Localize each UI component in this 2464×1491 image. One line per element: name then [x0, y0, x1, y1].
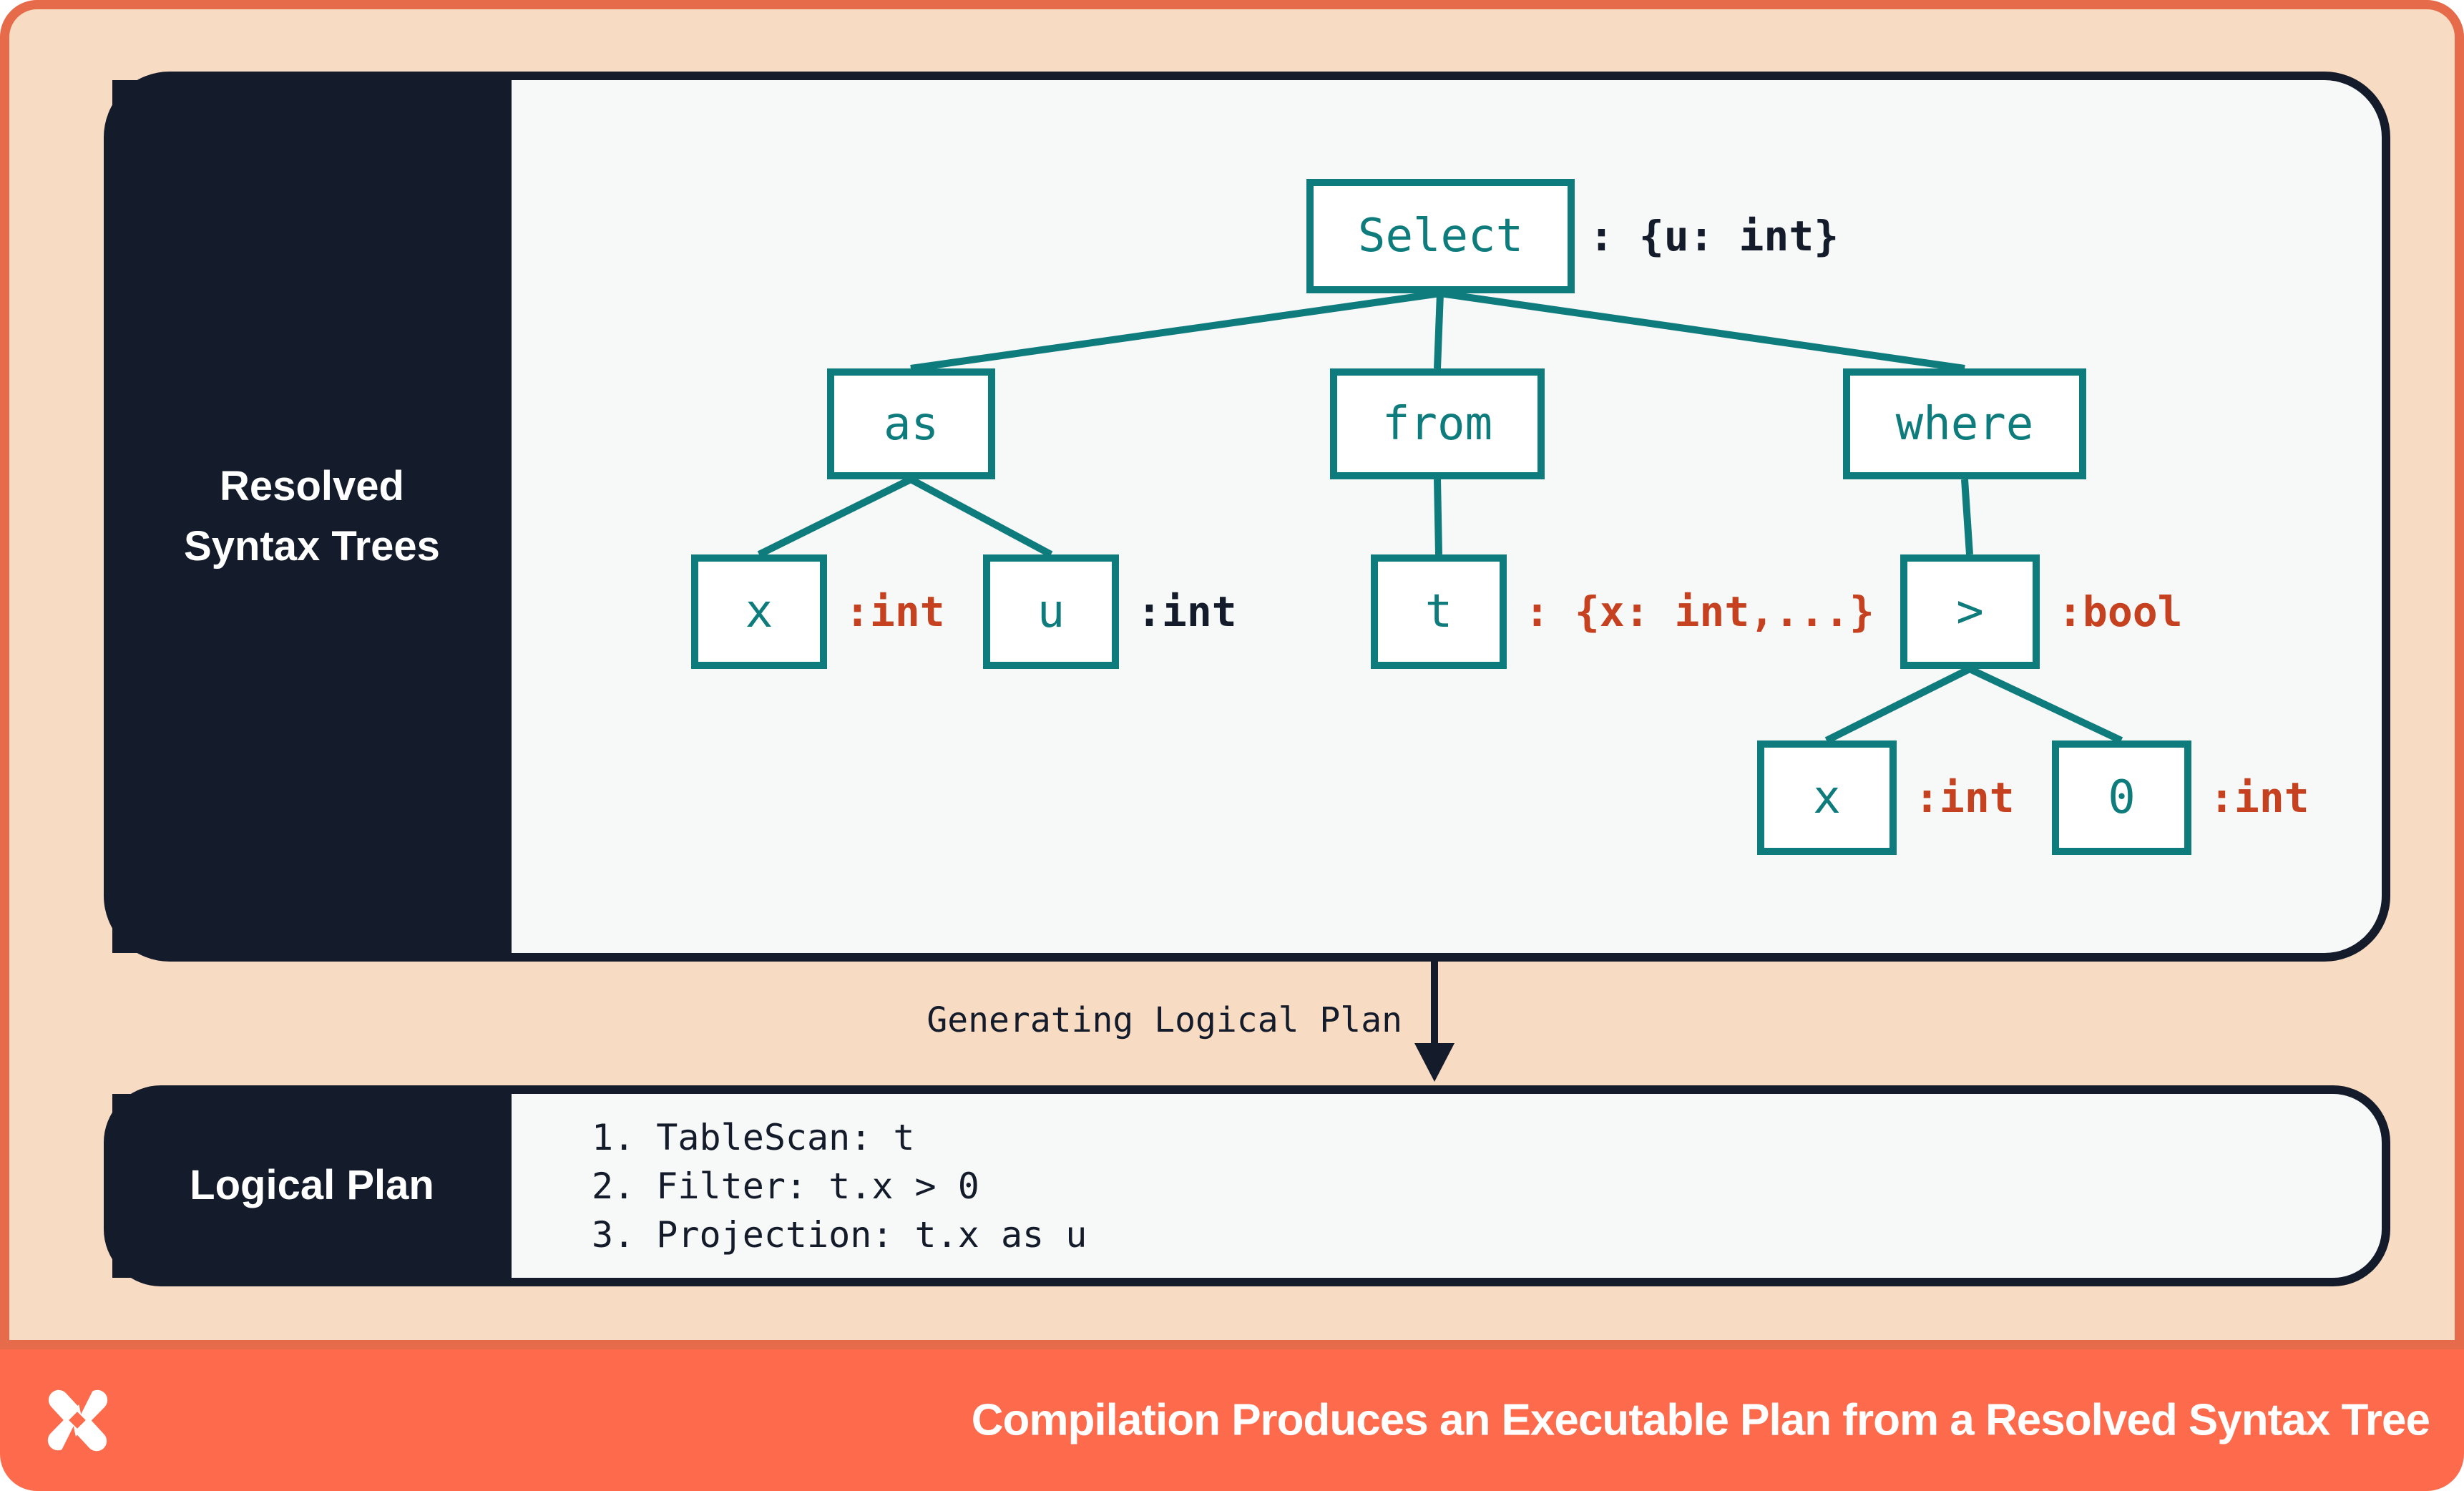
tree-node-select-type: : {u: int} — [1589, 212, 1839, 260]
tree-node-zero-gt: 0 — [2052, 740, 2191, 855]
tree-node-where-label: where — [1895, 397, 2034, 451]
down-arrow-head-icon — [1414, 1043, 1455, 1082]
tree-node-x-gt-label: x — [1813, 771, 1841, 824]
tree-node-gt: > — [1900, 554, 2040, 669]
tree-node-zero-gt-label: 0 — [2108, 771, 2136, 824]
flow-arrow-label: Generating Logical Plan — [927, 1000, 1402, 1040]
tree-node-u-as-type: :int — [1137, 587, 1237, 636]
down-arrow-shaft — [1431, 957, 1438, 1045]
tree-node-x-as-label: x — [745, 585, 773, 638]
tree-node-t-from-type: : {x: int,...} — [1525, 587, 1874, 636]
footer-title: Compilation Produces an Executable Plan … — [971, 1395, 2430, 1445]
tree-node-t-from: t — [1371, 554, 1507, 669]
tree-node-where: where — [1843, 368, 2086, 479]
tree-node-select: Select — [1306, 179, 1575, 293]
tree-node-x-as: x — [691, 554, 827, 669]
tree-node-as: as — [827, 368, 995, 479]
tree-node-u-as-label: u — [1037, 585, 1065, 638]
tree-node-x-gt: x — [1757, 740, 1897, 855]
tree-node-from: from — [1330, 368, 1545, 479]
tree-node-as-label: as — [883, 397, 939, 451]
logical-plan-title: Logical Plan — [190, 1162, 434, 1209]
tree-node-x-gt-type: :int — [1915, 773, 2015, 822]
plan-step-1: 1. TableScan: t — [592, 1116, 915, 1158]
title-line-2: Syntax Trees — [184, 523, 440, 569]
resolved-syntax-trees-sidebar: Resolved Syntax Trees — [112, 80, 512, 953]
tree-node-select-label: Select — [1357, 210, 1524, 263]
plan-step-2: 2. Filter: t.x > 0 — [592, 1165, 979, 1207]
resolved-syntax-trees-title: Resolved Syntax Trees — [184, 456, 440, 577]
resolved-syntax-trees-panel: Resolved Syntax Trees — [104, 72, 2390, 962]
footer-bar: Compilation Produces an Executable Plan … — [0, 1349, 2464, 1491]
syntax-tree-area: Select : {u: int} as from where x :int u… — [512, 80, 2382, 953]
logical-plan-sidebar: Logical Plan — [112, 1094, 512, 1278]
title-line-1: Resolved — [220, 462, 404, 509]
tree-edges — [757, 290, 2123, 744]
tree-node-x-as-type: :int — [845, 587, 945, 636]
tree-node-gt-label: > — [1956, 585, 1984, 638]
plan-step-3: 3. Projection: t.x as u — [592, 1213, 1087, 1256]
logical-plan-steps: 1. TableScan: t 2. Filter: t.x > 0 3. Pr… — [512, 1094, 2382, 1278]
brand-x-logo-icon — [47, 1386, 108, 1455]
tree-node-u-as: u — [983, 554, 1119, 669]
tree-node-gt-type: :bool — [2058, 587, 2183, 636]
tree-node-zero-gt-type: :int — [2209, 773, 2309, 822]
tree-node-from-label: from — [1382, 397, 1493, 451]
tree-node-t-from-label: t — [1424, 585, 1453, 638]
logical-plan-panel: Logical Plan 1. TableScan: t 2. Filter: … — [104, 1085, 2390, 1286]
